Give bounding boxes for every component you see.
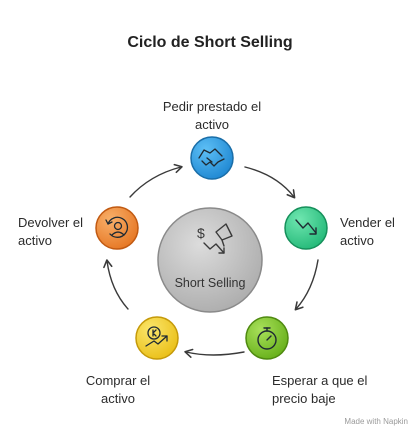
arrow-step5-to-step1 [129, 163, 183, 198]
step-node-borrow [190, 136, 234, 180]
diagram-title: Ciclo de Short Selling [127, 34, 293, 51]
step-node-sell [284, 206, 328, 250]
handshake-icon [198, 148, 225, 167]
stopwatch-icon [257, 327, 277, 350]
center-node: $ Short Selling [157, 207, 263, 313]
step-label-wait: Esperar a que el precio baje [272, 373, 368, 406]
step-node-wait [245, 316, 289, 360]
step-node-buy [135, 316, 179, 360]
step-label-return: Devolver el activo [18, 215, 84, 248]
step-label-buy: Comprar el activo [85, 373, 151, 406]
currency-up-icon [145, 326, 168, 347]
return-person-icon [105, 216, 129, 238]
center-label: Short Selling [175, 276, 246, 290]
step-label-borrow: Pedir prestado el activo [162, 99, 262, 132]
arrow-step4-to-step5 [103, 259, 129, 310]
arrow-step2-to-step3 [294, 259, 319, 311]
trending-down-icon [295, 219, 317, 235]
svg-text:$: $ [197, 225, 205, 241]
arrow-step1-to-step2 [244, 166, 296, 199]
step-node-return [95, 206, 139, 250]
arrow-step3-to-step4 [184, 348, 245, 358]
footer-credit: Made with Napkin [344, 417, 408, 426]
short-sale-icon: $ [197, 223, 233, 254]
step-label-sell: Vender el activo [340, 215, 395, 248]
